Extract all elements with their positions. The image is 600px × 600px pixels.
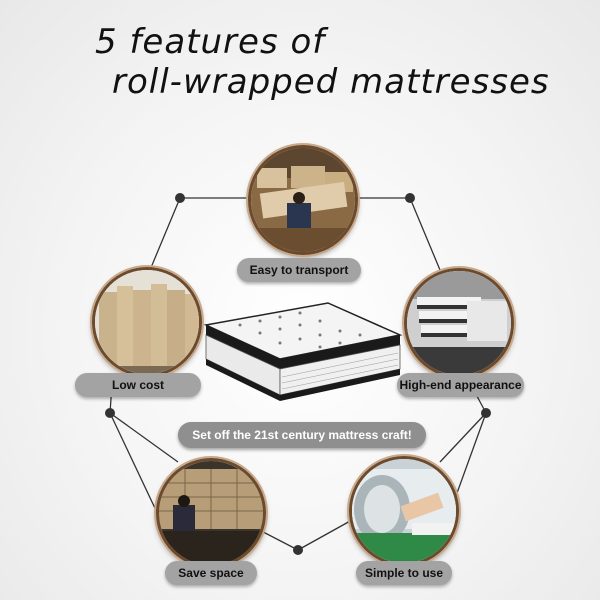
feature-save-space: Save space (165, 561, 257, 585)
connector-dot (293, 545, 303, 555)
connector-dot (405, 193, 415, 203)
feature-low-cost: Low cost (75, 373, 201, 397)
feature-simple-to-use: Simple to use (356, 561, 452, 585)
banner-tagline: Set off the 21st century mattress craft! (178, 422, 426, 448)
feature-high-end-appearance: High-end appearance (397, 373, 524, 397)
low-cost-photo (92, 267, 202, 377)
mattress-image (203, 302, 403, 401)
high-end-photo (404, 268, 514, 378)
connector-dot (175, 193, 185, 203)
connector-dot (105, 408, 115, 418)
transport-photo (248, 145, 358, 255)
connector-dot (481, 408, 491, 418)
title-line-1: 5 features of (95, 22, 326, 62)
feature-easy-to-transport: Easy to transport (237, 258, 361, 282)
save-space-photo (156, 458, 266, 568)
title-line-2: roll-wrapped mattresses (112, 62, 550, 102)
simple-to-use-photo (349, 456, 459, 566)
